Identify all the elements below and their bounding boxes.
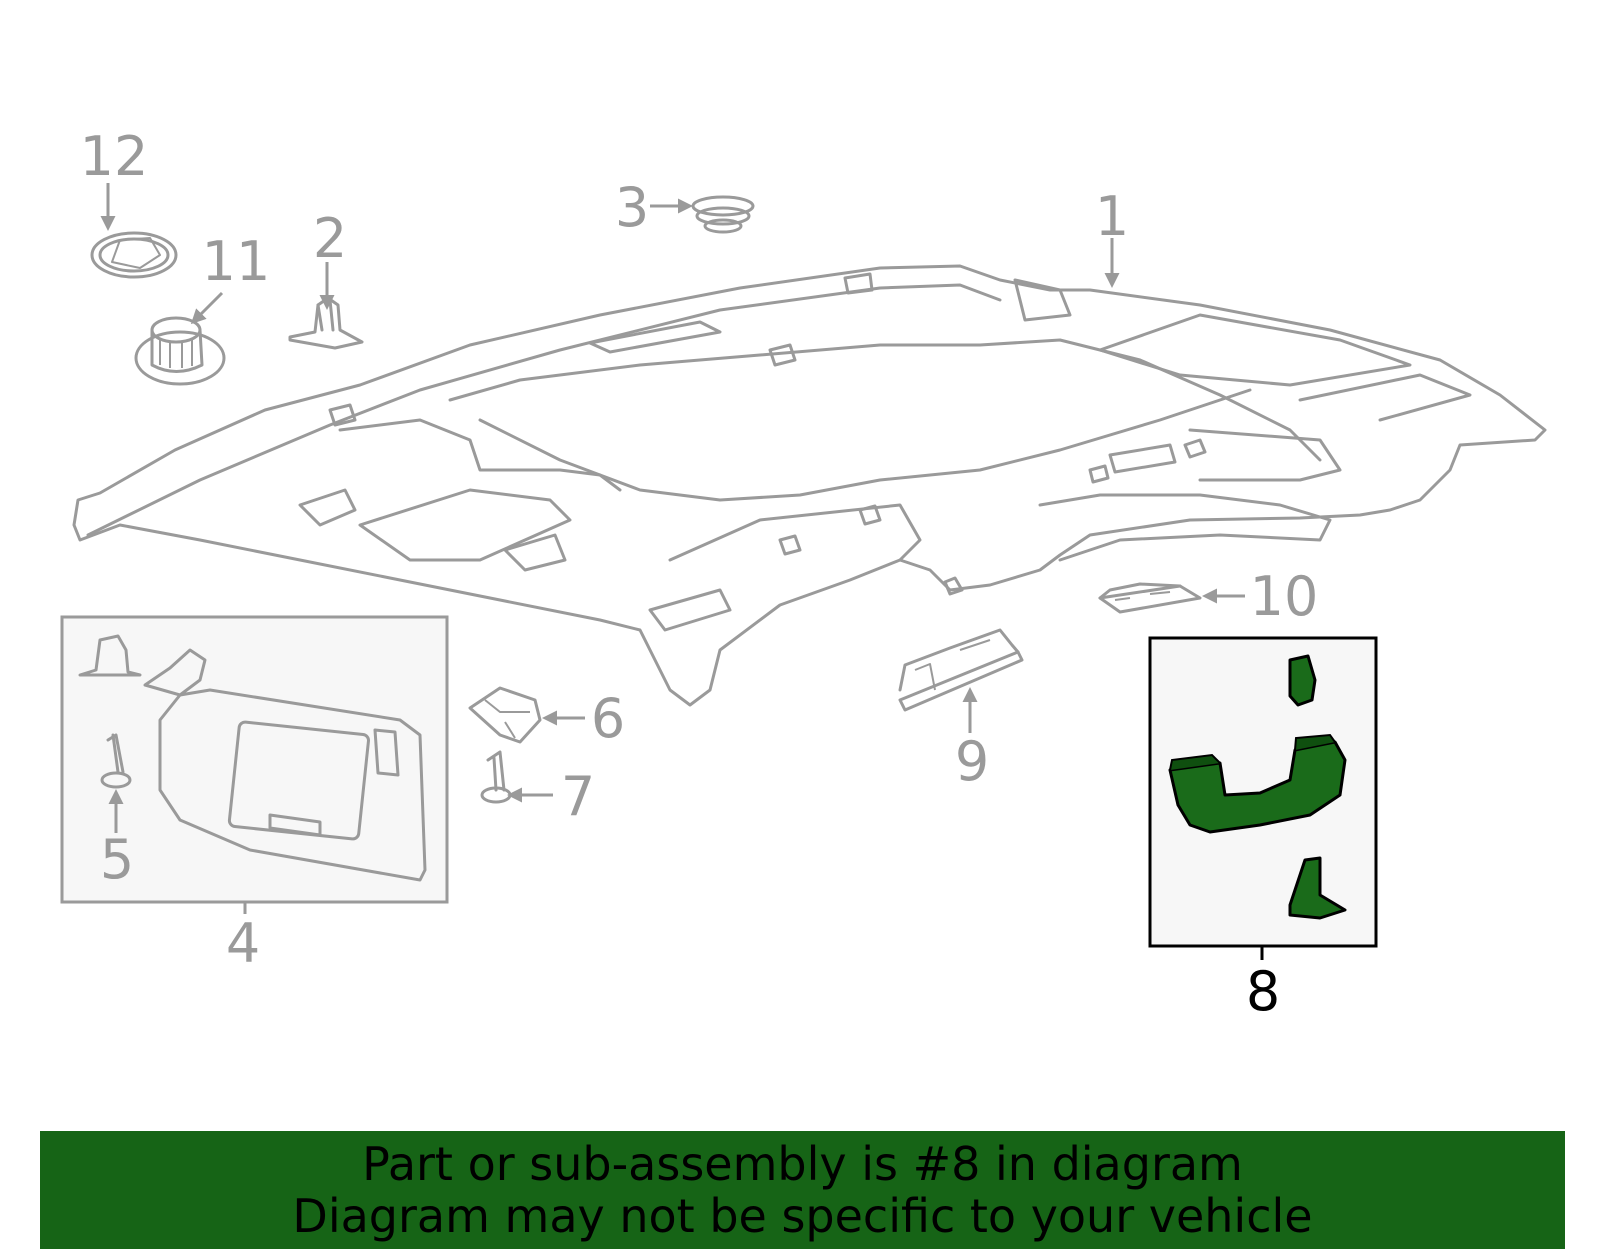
callout-2: 2 [313, 207, 347, 270]
lamp-part-9 [898, 628, 1024, 712]
callout-11: 11 [202, 230, 271, 293]
banner-line-part-number: Part or sub-assembly is #8 in diagram [362, 1137, 1243, 1191]
lamp-part-11 [134, 316, 226, 386]
bracket-part-10 [1098, 582, 1202, 614]
callout-5: 5 [100, 828, 134, 891]
plug-part-3 [691, 195, 755, 234]
callout-8: 8 [1246, 960, 1280, 1023]
callout-4: 4 [226, 912, 260, 975]
headliner-part-1 [72, 264, 1547, 707]
callout-7: 7 [561, 765, 595, 828]
callout-9: 9 [955, 730, 989, 793]
lens-part-12 [90, 231, 178, 279]
callout-1: 1 [1095, 185, 1129, 248]
leader-arrows [100, 183, 1264, 960]
banner-line-disclaimer: Diagram may not be specific to your vehi… [292, 1189, 1313, 1243]
screw-part-7 [480, 750, 512, 804]
sunvisor-part-4 [60, 615, 449, 904]
grab-handle-part-8 [1148, 636, 1378, 948]
bracket-part-6 [468, 686, 542, 744]
callout-10: 10 [1250, 565, 1319, 628]
callout-6: 6 [591, 687, 625, 750]
callout-3: 3 [615, 176, 649, 239]
callout-12: 12 [80, 125, 149, 188]
info-banner: Part or sub-assembly is #8 in diagram Di… [40, 1131, 1565, 1249]
